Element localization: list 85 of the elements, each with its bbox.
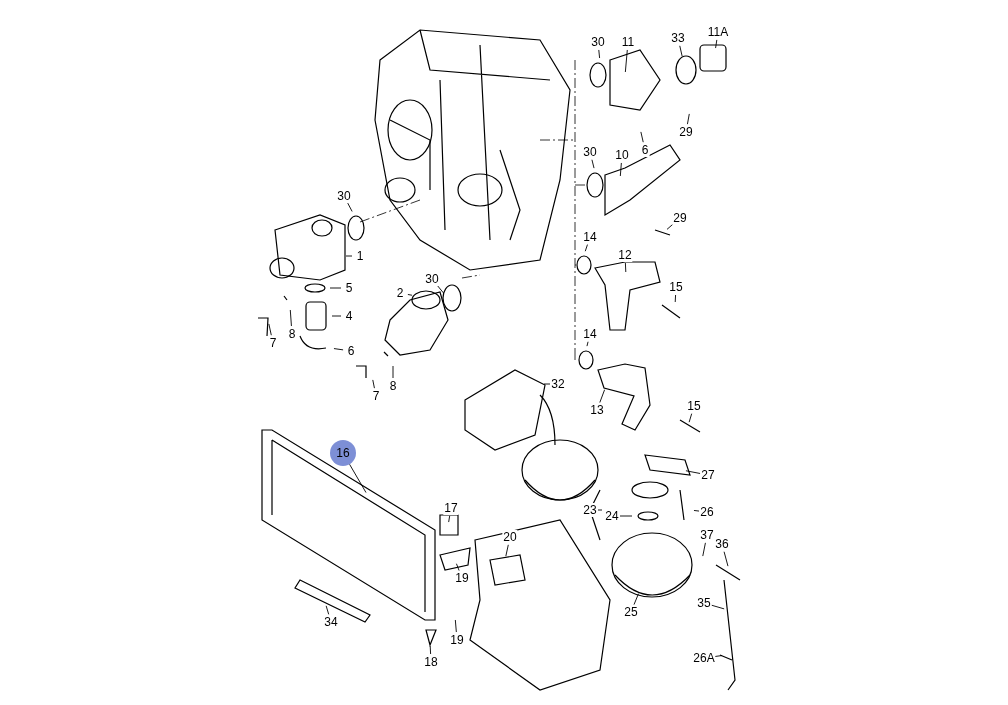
leader-line	[331, 315, 342, 317]
leader-line	[598, 49, 601, 59]
leader-line	[693, 510, 700, 512]
leader-line	[407, 294, 413, 296]
callout-number: 8	[388, 379, 398, 393]
leader-line	[345, 255, 353, 257]
callout-number: 29	[672, 211, 688, 225]
callout-number: 14	[582, 327, 598, 341]
leader-line	[711, 604, 725, 610]
leader-line	[619, 515, 633, 517]
leader-line	[640, 131, 644, 143]
callout-number: 11A	[706, 25, 730, 39]
callout-number: 34	[323, 615, 339, 629]
callout-number: 15	[686, 399, 702, 413]
leader-line	[666, 222, 675, 230]
callout-number: 17	[443, 501, 459, 515]
leader-line	[325, 605, 330, 615]
callout-number: 19	[454, 571, 470, 585]
callout-number: 7	[371, 389, 381, 403]
callout-number: 37	[699, 528, 715, 542]
leader-line	[392, 365, 394, 379]
callout-number: 2	[395, 286, 405, 300]
leader-line	[268, 323, 272, 336]
leader-line	[715, 39, 718, 49]
callout-number: 6	[346, 344, 356, 358]
callout-number: 30	[336, 189, 352, 203]
leader-line	[633, 593, 639, 606]
callout-number: 23	[582, 503, 598, 517]
leader-line	[289, 309, 292, 327]
callout-number: 6	[640, 143, 650, 157]
leader-line	[599, 389, 606, 403]
leader-line	[584, 244, 588, 252]
callout-number: 36	[714, 537, 730, 551]
highlighted-callout-number: 16	[330, 440, 356, 466]
callout-number: 5	[344, 281, 354, 295]
callout-number: 33	[670, 31, 686, 45]
leader-line	[347, 202, 353, 212]
leader-line	[436, 284, 444, 294]
leader-line	[702, 542, 706, 557]
callout-number: 4	[344, 309, 354, 323]
leader-line	[679, 45, 683, 57]
callout-number: 30	[582, 145, 598, 159]
callout-number: 7	[268, 336, 278, 350]
leader-line	[597, 509, 603, 511]
leader-line	[586, 341, 589, 347]
leader-line	[723, 551, 729, 567]
callout-number: 26A	[692, 651, 716, 665]
leader-line	[591, 159, 595, 169]
leader-line	[429, 645, 432, 655]
callout-number: 26	[699, 505, 715, 519]
callout-number: 11	[620, 35, 636, 49]
leader-line	[329, 287, 342, 289]
callout-number: 29	[678, 125, 694, 139]
callout-number: 8	[287, 327, 297, 341]
leader-line	[448, 515, 451, 523]
callout-number: 20	[502, 530, 518, 544]
leader-line	[349, 463, 367, 493]
leader-line	[454, 619, 457, 633]
leader-line	[543, 383, 551, 385]
callout-number: 32	[550, 377, 566, 391]
callout-number: 30	[590, 35, 606, 49]
callout-number: 35	[696, 596, 712, 610]
leader-line	[372, 379, 375, 389]
callout-number: 30	[424, 272, 440, 286]
leader-line	[505, 544, 509, 557]
callout-number: 24	[604, 509, 620, 523]
callout-number: 12	[617, 248, 633, 262]
leader-line	[685, 470, 701, 474]
callout-number: 25	[623, 605, 639, 619]
callout-number: 15	[668, 280, 684, 294]
callout-number: 14	[582, 230, 598, 244]
callout-number: 19	[449, 633, 465, 647]
leader-line	[624, 49, 628, 73]
callout-number: 1	[355, 249, 365, 263]
leader-line	[333, 348, 344, 351]
leader-line	[624, 262, 627, 273]
callout-number: 10	[614, 148, 630, 162]
leader-line	[456, 563, 460, 571]
callout-number: 13	[589, 403, 605, 417]
callout-number: 18	[423, 655, 439, 669]
leader-line	[688, 413, 693, 423]
leader-line	[674, 294, 677, 303]
leader-line	[686, 113, 690, 125]
callout-number: 27	[700, 468, 716, 482]
leader-line	[619, 162, 622, 177]
